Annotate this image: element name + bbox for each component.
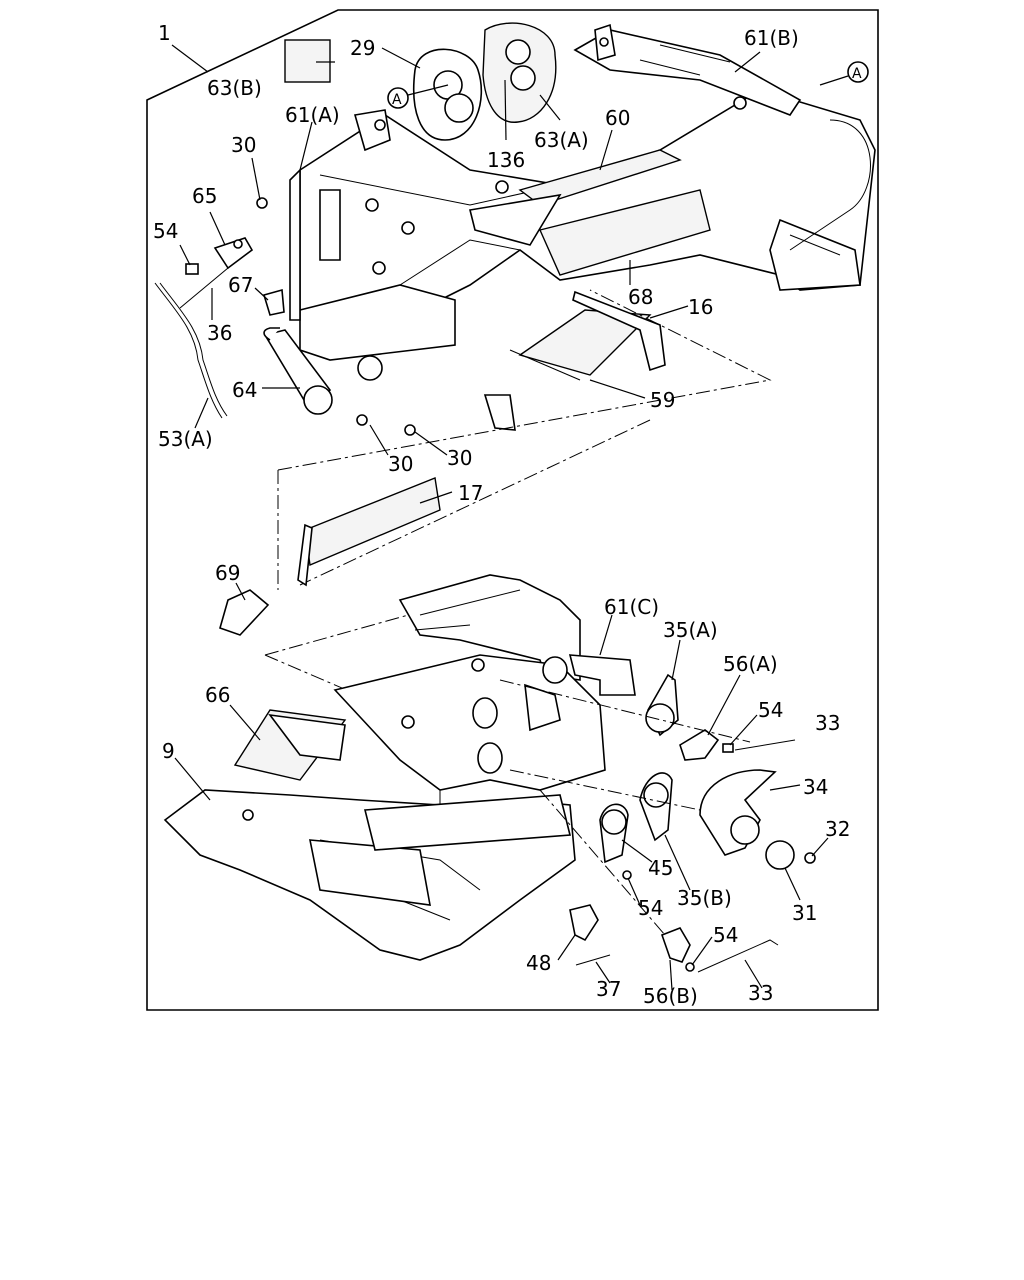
callout-66: 66 bbox=[205, 683, 230, 707]
callout-68: 68 bbox=[628, 285, 653, 309]
callout-30-c: 30 bbox=[447, 446, 472, 470]
filter-17 bbox=[304, 477, 441, 566]
lever-48 bbox=[569, 904, 599, 942]
callout-54-b: 54 bbox=[758, 698, 783, 722]
cam-34 bbox=[699, 769, 777, 856]
rod-33b bbox=[697, 939, 779, 973]
callout-36: 36 bbox=[207, 321, 232, 345]
callout-63a: 63(A) bbox=[534, 128, 589, 152]
callout-64: 64 bbox=[232, 378, 257, 402]
ref-a-circle-2 bbox=[847, 61, 869, 83]
lower-case-assembly bbox=[163, 574, 636, 961]
gear-wheel bbox=[357, 355, 383, 381]
callout-53a: 53(A) bbox=[158, 427, 213, 451]
callout-29: 29 bbox=[350, 36, 375, 60]
frame-leader-1 bbox=[171, 44, 209, 73]
diagram-frame bbox=[146, 9, 879, 1011]
screw-30b bbox=[356, 414, 368, 426]
callout-37: 37 bbox=[596, 977, 621, 1001]
bracket-61c bbox=[568, 654, 636, 696]
seal-29 bbox=[413, 48, 483, 141]
lever-56a bbox=[679, 729, 720, 761]
clip-69 bbox=[219, 589, 270, 636]
rod-36 bbox=[179, 267, 229, 309]
callout-63b: 63(B) bbox=[207, 76, 262, 100]
callout-16: 16 bbox=[688, 295, 713, 319]
callout-67: 67 bbox=[228, 273, 253, 297]
callout-54-d: 54 bbox=[713, 923, 738, 947]
callout-32: 32 bbox=[825, 817, 850, 841]
callout-61c: 61(C) bbox=[604, 595, 659, 619]
callout-59: 59 bbox=[650, 388, 675, 412]
callout-48: 48 bbox=[526, 951, 551, 975]
callout-56b: 56(B) bbox=[643, 984, 698, 1008]
callout-61a: 61(A) bbox=[285, 103, 340, 127]
callout-17: 17 bbox=[458, 481, 483, 505]
callout-a-2: A bbox=[852, 66, 862, 82]
screw-54c bbox=[622, 870, 632, 880]
callout-61b: 61(B) bbox=[744, 26, 799, 50]
seal-63b bbox=[284, 39, 331, 83]
callout-45: 45 bbox=[648, 856, 673, 880]
screw-54a bbox=[185, 263, 199, 275]
callout-34: 34 bbox=[803, 775, 828, 799]
dash-box-upper bbox=[277, 289, 772, 590]
rod-33a bbox=[734, 739, 796, 751]
callout-33-a: 33 bbox=[815, 711, 840, 735]
callout-9: 9 bbox=[162, 739, 175, 763]
ref-a-circle-1 bbox=[387, 87, 409, 109]
leader-lines bbox=[174, 47, 829, 991]
callout-1: 1 bbox=[158, 21, 171, 45]
evaporator-16 bbox=[518, 309, 652, 376]
screw-30a bbox=[256, 197, 268, 209]
clip-67 bbox=[262, 288, 285, 316]
callout-65: 65 bbox=[192, 184, 217, 208]
rod-37 bbox=[575, 954, 611, 966]
screw-54b bbox=[722, 743, 734, 753]
filter-68 bbox=[539, 189, 711, 276]
washer-31 bbox=[765, 840, 795, 870]
callout-60: 60 bbox=[605, 106, 630, 130]
rod-53a bbox=[154, 282, 223, 419]
callout-30-a: 30 bbox=[231, 133, 256, 157]
callout-33-b: 33 bbox=[748, 981, 773, 1005]
callout-136: 136 bbox=[487, 148, 525, 172]
lever-56b bbox=[660, 927, 691, 963]
seal-63a bbox=[482, 22, 557, 123]
callout-a-1: A bbox=[392, 92, 402, 108]
callout-30-b: 30 bbox=[388, 452, 413, 476]
callout-56a: 56(A) bbox=[723, 652, 778, 676]
callout-54-a: 54 bbox=[153, 219, 178, 243]
callout-54-c: 54 bbox=[638, 896, 663, 920]
callout-31: 31 bbox=[792, 901, 817, 925]
callout-69: 69 bbox=[215, 561, 240, 585]
upper-case-assembly bbox=[289, 23, 876, 361]
callout-35a: 35(A) bbox=[663, 618, 718, 642]
screw-30c bbox=[404, 424, 416, 436]
callout-35b: 35(B) bbox=[677, 886, 732, 910]
